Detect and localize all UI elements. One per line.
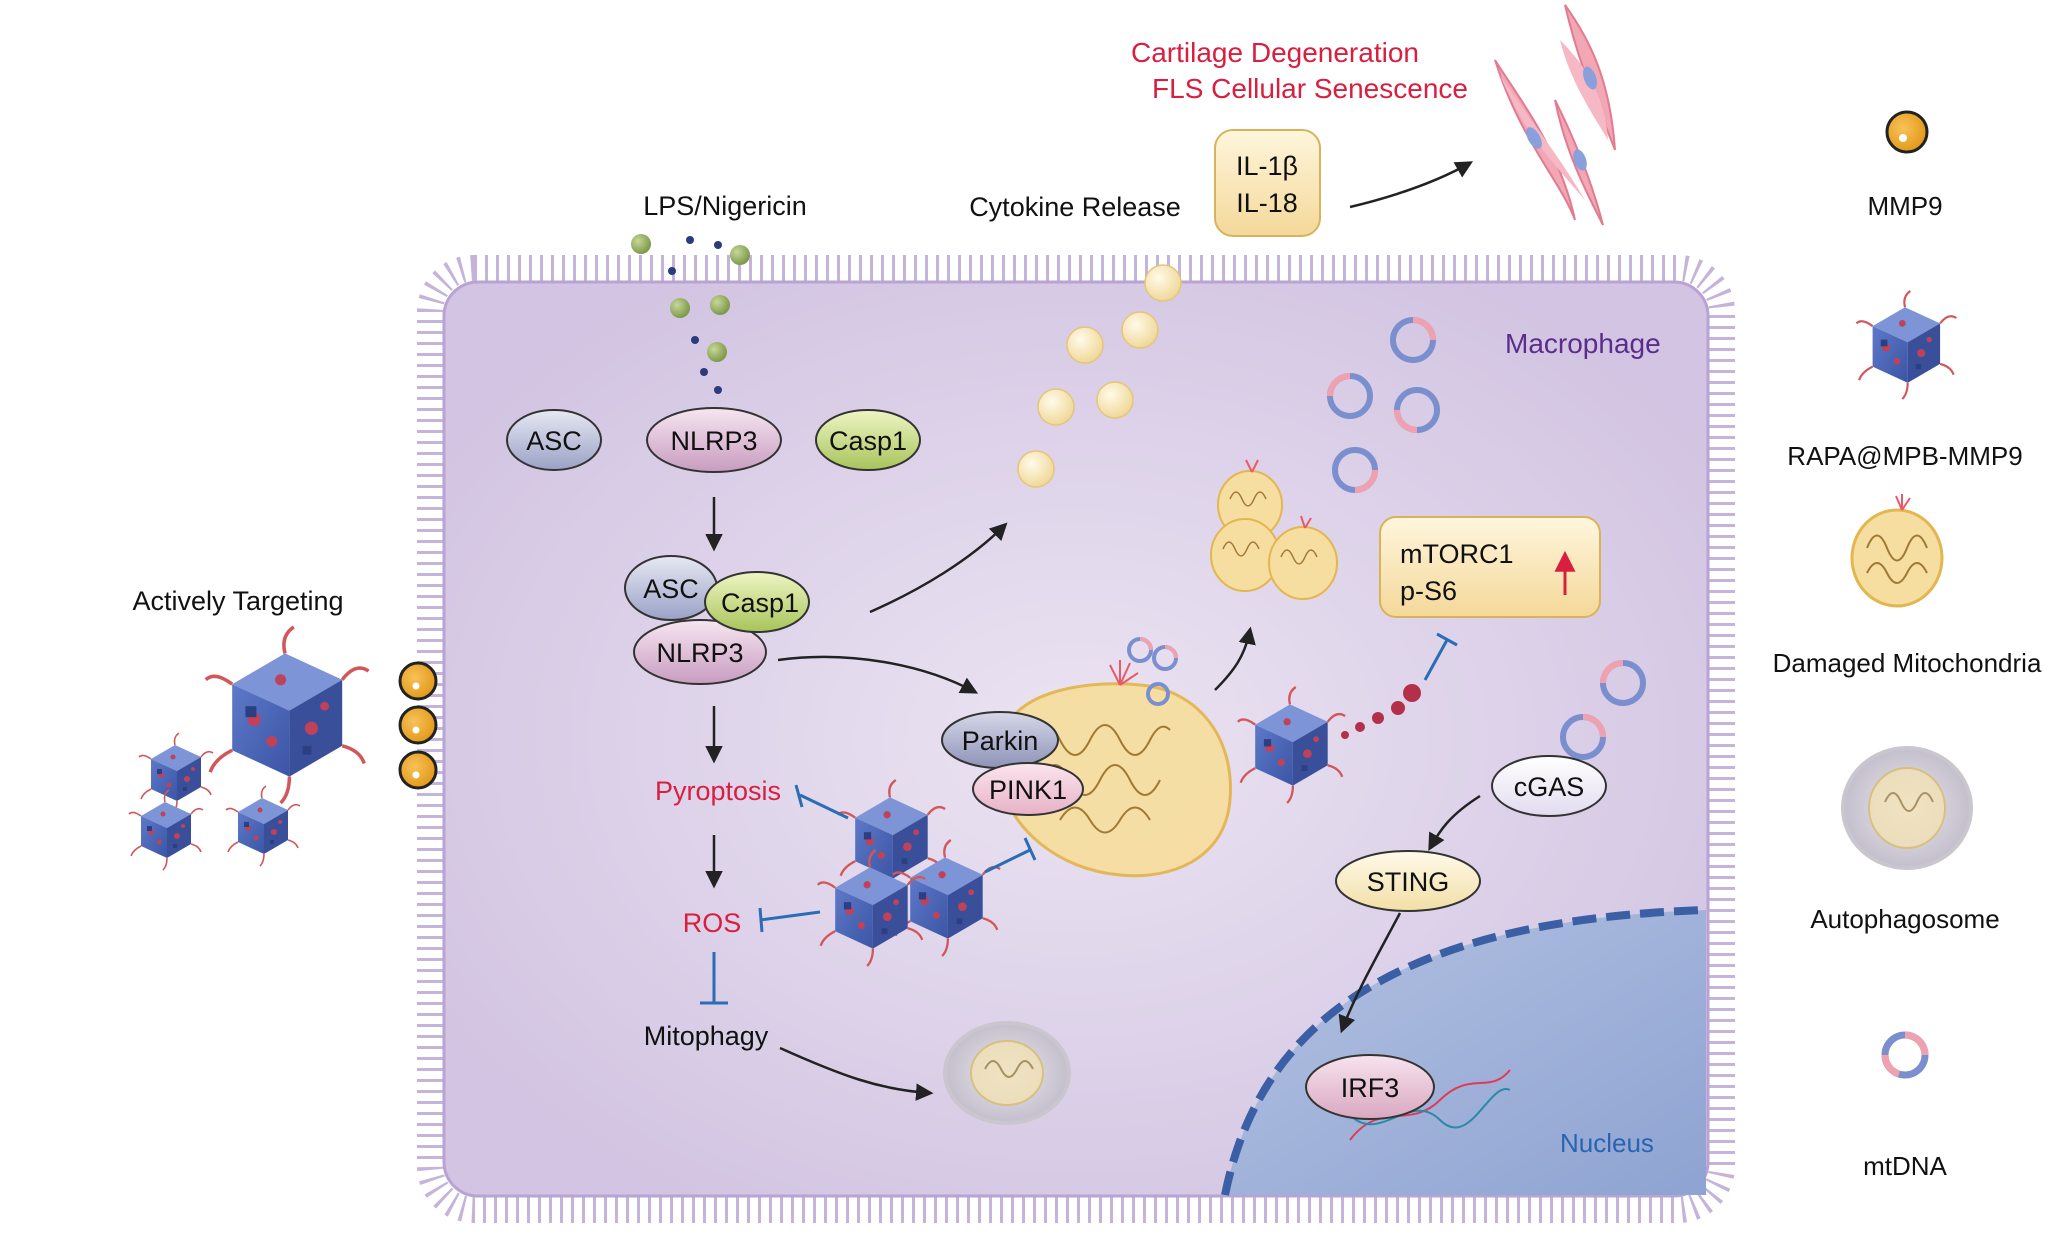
ps6-label: p-S6 <box>1400 576 1457 606</box>
autophagosome-legend-icon <box>1841 746 1973 870</box>
complex-casp1-label: Casp1 <box>721 588 799 618</box>
np-inhibit-bar-pyroptosis <box>794 784 804 808</box>
cgas-label: cGAS <box>1514 772 1585 802</box>
stimulus-label: LPS/Nigericin <box>643 191 807 221</box>
cytokine-particles <box>1017 264 1182 488</box>
small-nanoparticle <box>225 785 301 867</box>
casp1-label: Casp1 <box>829 426 907 456</box>
damaged-mitochondria-legend-icon <box>1850 494 1944 608</box>
mitophagy-label: Mitophagy <box>644 1021 769 1051</box>
casp1-node <box>815 409 921 471</box>
mmp9-legend-icon <box>1885 110 1929 154</box>
complex-nlrp3-node <box>633 619 767 685</box>
mitochondria-to-damaged-arrow <box>1214 626 1256 691</box>
mmp9-legend-icon-dot <box>1899 134 1907 142</box>
macrophage-label: Macrophage <box>1505 328 1661 359</box>
autophagosome-icon <box>943 1021 1071 1125</box>
legend-label-mmp9: MMP9 <box>1867 191 1942 221</box>
irf3-node <box>1305 1054 1435 1120</box>
irf3-label: IRF3 <box>1341 1073 1400 1103</box>
rapa-inhibits-mtorc1 <box>1423 639 1449 681</box>
complex-to-cytokines-arrow <box>869 522 1008 614</box>
parkin-label: Parkin <box>962 726 1039 756</box>
nanoparticle-legend-icon <box>1855 289 1958 401</box>
inflammasome-complex: ASC Casp1 NLRP3 <box>624 555 810 685</box>
mmp9-receptors <box>398 661 438 790</box>
cgas-node <box>1491 755 1607 817</box>
mtdna-rings <box>1327 317 1646 760</box>
pink1-node <box>972 762 1084 816</box>
np-inhibit-bar-pink1 <box>1023 837 1037 861</box>
np-inhibit-bar-ros <box>758 907 764 933</box>
legend-label-mtdna: mtDNA <box>1863 1151 1947 1181</box>
cytokine-to-cells-arrow <box>1349 161 1474 209</box>
il18-label: IL-18 <box>1236 188 1298 218</box>
nlrp3-node <box>646 407 782 473</box>
actively-targeting-label: Actively Targeting <box>132 586 343 616</box>
damaged-mitochondria-cluster <box>1210 459 1338 600</box>
legend: MMP9 RAPA@MPB-MMP9 Damaged Mitochondria … <box>1773 110 2042 1181</box>
pink1-label: PINK1 <box>989 775 1067 805</box>
il1b-label: IL-1β <box>1236 151 1298 181</box>
nucleus <box>1225 910 1706 1195</box>
complex-casp1-node <box>704 571 810 633</box>
legend-label-autophagosome: Autophagosome <box>1810 904 1999 934</box>
targeting-nanoparticles <box>128 625 371 871</box>
sting-label: STING <box>1367 867 1450 897</box>
np-inhibits-pyroptosis <box>799 793 849 820</box>
asc-label: ASC <box>526 426 582 456</box>
ros-label: ROS <box>683 908 742 938</box>
outcome-fls: FLS Cellular Senescence <box>1152 73 1468 104</box>
sting-to-irf3-arrow <box>1338 912 1402 1034</box>
legend-label-damaged: Damaged Mitochondria <box>1773 648 2042 678</box>
fls-cells-icon <box>1494 4 1616 226</box>
mtdna-legend-icon <box>1881 1031 1929 1079</box>
nucleus-label: Nucleus <box>1560 1128 1654 1158</box>
complex-nlrp3-label: NLRP3 <box>656 638 743 668</box>
nuclear-envelope <box>1221 906 1707 1196</box>
small-nanoparticle <box>128 789 204 871</box>
rapa-release-dots <box>1341 684 1421 739</box>
mitophagy-to-autophagosome-arrow <box>779 1046 934 1101</box>
mtdna-small-cluster <box>1127 637 1178 706</box>
complex-asc-label: ASC <box>643 574 699 604</box>
rapa-inhibit-bar <box>1436 632 1458 647</box>
asc-node <box>506 409 602 471</box>
large-nanoparticle <box>204 625 371 805</box>
np-inhibits-pink1 <box>984 848 1031 874</box>
sting-node <box>1335 850 1481 912</box>
cytokine-release-label: Cytokine Release <box>969 192 1181 222</box>
lps-nigericin-particles <box>631 234 750 394</box>
complex-to-mitochondria-arrow <box>777 655 979 694</box>
mtorc1-label: mTORC1 <box>1400 539 1514 569</box>
outcome-cartilage: Cartilage Degeneration <box>1131 37 1419 68</box>
pyroptosis-label: Pyroptosis <box>655 776 781 806</box>
cgas-to-sting-arrow <box>1428 794 1481 852</box>
mtorc1-box: mTORC1 p-S6 <box>1379 516 1601 618</box>
np-inhibits-ros <box>759 910 821 922</box>
legend-label-rapa: RAPA@MPB-MMP9 <box>1787 441 2022 471</box>
cytokine-box: IL-1β IL-18 <box>1214 129 1321 237</box>
damaged-mitochondrion <box>998 660 1232 878</box>
small-nanoparticle <box>138 732 214 814</box>
nlrp3-label: NLRP3 <box>670 426 757 456</box>
